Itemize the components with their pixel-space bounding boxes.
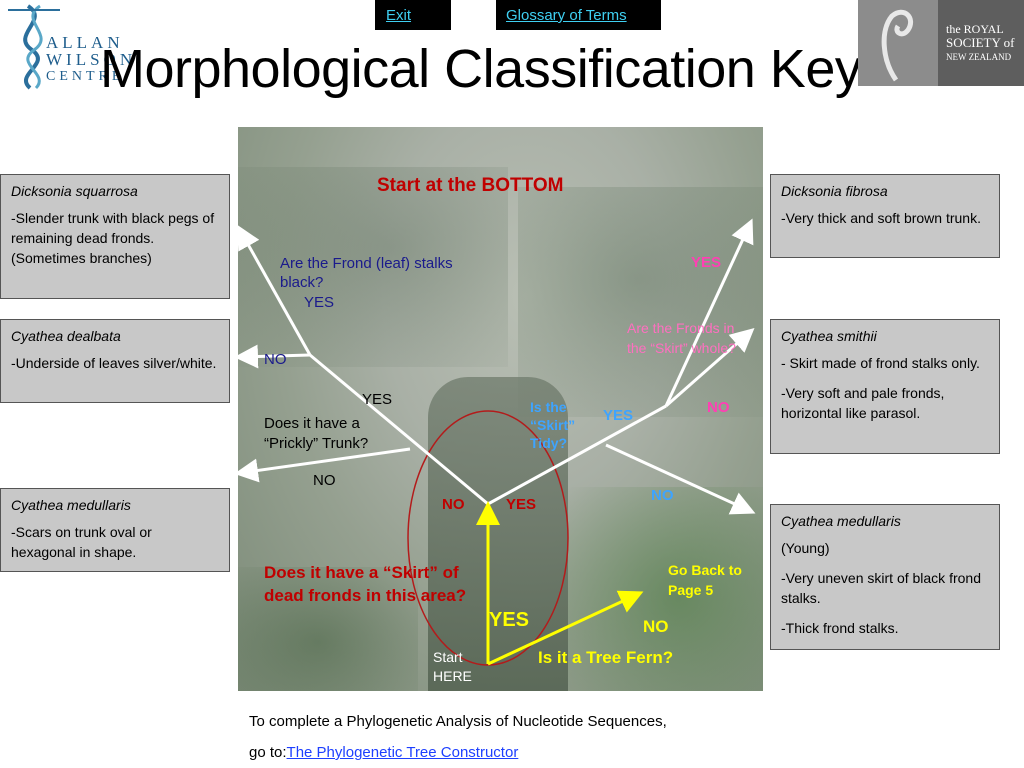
decision-tree-diagram: [238, 218, 756, 666]
no-frond-label: NO: [264, 351, 287, 368]
footer-line-2: go to:The Phylogenetic Tree Constructor: [249, 744, 518, 761]
species-box-cyathea-smithii: Cyathea smithii - Skirt made of frond st…: [770, 319, 1000, 454]
species-box-dicksonia-squarrosa: Dicksonia squarrosa -Slender trunk with …: [0, 174, 230, 299]
dna-helix-icon: [8, 4, 60, 90]
yes-whole-label: YES: [691, 254, 722, 271]
no-tidy-label: NO: [651, 487, 674, 504]
no-skirt-label: NO: [442, 496, 465, 513]
yes-skirt-label: YES: [506, 496, 537, 513]
question-frond-stalks: Are the Frond (leaf) stalks black?: [280, 255, 453, 291]
species-box-cyathea-medullaris-young: Cyathea medullaris (Young) -Very uneven …: [770, 504, 1000, 650]
species-box-cyathea-dealbata: Cyathea dealbata -Underside of leaves si…: [0, 319, 230, 403]
question-fronds-whole: Are the Fronds in the “Skirt” whole?: [627, 320, 736, 356]
royal-society-logo: the ROYAL SOCIETY of NEW ZEALAND: [858, 0, 1024, 86]
species-description: -Underside of leaves silver/white.: [11, 355, 217, 371]
phylogenetic-tree-constructor-link[interactable]: The Phylogenetic Tree Constructor: [286, 744, 519, 761]
branch-frond-yes: [238, 224, 312, 356]
species-name: Dicksonia squarrosa: [11, 183, 138, 199]
branch-whole-no: [665, 328, 755, 408]
footer-goto-text: go to:: [249, 744, 287, 761]
yes-frond-label: YES: [304, 294, 335, 311]
species-description: -Very uneven skirt of black frond stalks…: [781, 570, 981, 606]
branch-yes-skirt: [487, 404, 667, 506]
fern-frond-icon: [881, 9, 914, 82]
yes-prickly-label: YES: [362, 391, 393, 408]
no-whole-label: NO: [707, 399, 730, 416]
yes-tidy-label: YES: [603, 407, 634, 424]
allan-wilson-logo: ALLAN WILSON CENTRE: [0, 0, 160, 92]
species-description: -Scars on trunk oval or hexagonal in sha…: [11, 524, 152, 560]
branch-no-skirt: [309, 353, 489, 506]
question-skirt: Does it have a “Skirt” of dead fronds in…: [264, 563, 467, 605]
no-tree-fern-label: NO: [643, 617, 669, 636]
species-name: Cyathea dealbata: [11, 328, 121, 344]
species-description: -Thick frond stalks.: [781, 620, 899, 636]
branch-tree-fern-no: [487, 590, 644, 666]
branch-prickly-no: [238, 447, 411, 483]
branch-tidy-no: [605, 443, 756, 515]
go-back-page-5-link[interactable]: Go Back to Page 5: [668, 562, 742, 598]
glossary-link[interactable]: Glossary of Terms: [496, 0, 661, 30]
species-box-cyathea-medullaris: Cyathea medullaris -Scars on trunk oval …: [0, 488, 230, 572]
skirt-area-ellipse: [407, 410, 569, 666]
yes-tree-fern-label: YES: [489, 609, 530, 631]
species-box-dicksonia-fibrosa: Dicksonia fibrosa -Very thick and soft b…: [770, 174, 1000, 258]
question-prickly-trunk: Does it have a “Prickly” Trunk?: [264, 415, 369, 452]
page-title: Morphological Classification Key: [100, 39, 862, 99]
species-description: - Skirt made of frond stalks only.: [781, 355, 980, 371]
species-description: -Slender trunk with black pegs of remain…: [11, 210, 215, 266]
branch-whole-yes: [664, 218, 754, 407]
exit-link[interactable]: Exit: [375, 0, 451, 30]
branch-frond-no: [238, 344, 311, 369]
species-description: (Young): [781, 540, 830, 556]
allan-wilson-wordmark: ALLAN WILSON CENTRE: [46, 33, 137, 84]
species-description: -Very soft and pale fronds, horizontal l…: [781, 385, 945, 421]
species-name: Dicksonia fibrosa: [781, 183, 888, 199]
start-at-bottom-label: Start at the BOTTOM: [377, 175, 564, 196]
tree-fern-photo: [238, 127, 763, 691]
no-prickly-label: NO: [313, 472, 336, 489]
start-here-label: Start HERE: [433, 649, 472, 684]
species-name: Cyathea medullaris: [781, 513, 901, 529]
species-name: Cyathea smithii: [781, 328, 877, 344]
species-description: -Very thick and soft brown trunk.: [781, 210, 981, 226]
footer-line-1: To complete a Phylogenetic Analysis of N…: [249, 713, 667, 730]
species-name: Cyathea medullaris: [11, 497, 131, 513]
question-tree-fern: Is it a Tree Fern?: [538, 648, 674, 667]
question-skirt-tidy: Is the “Skirt” Tidy?: [530, 399, 576, 451]
